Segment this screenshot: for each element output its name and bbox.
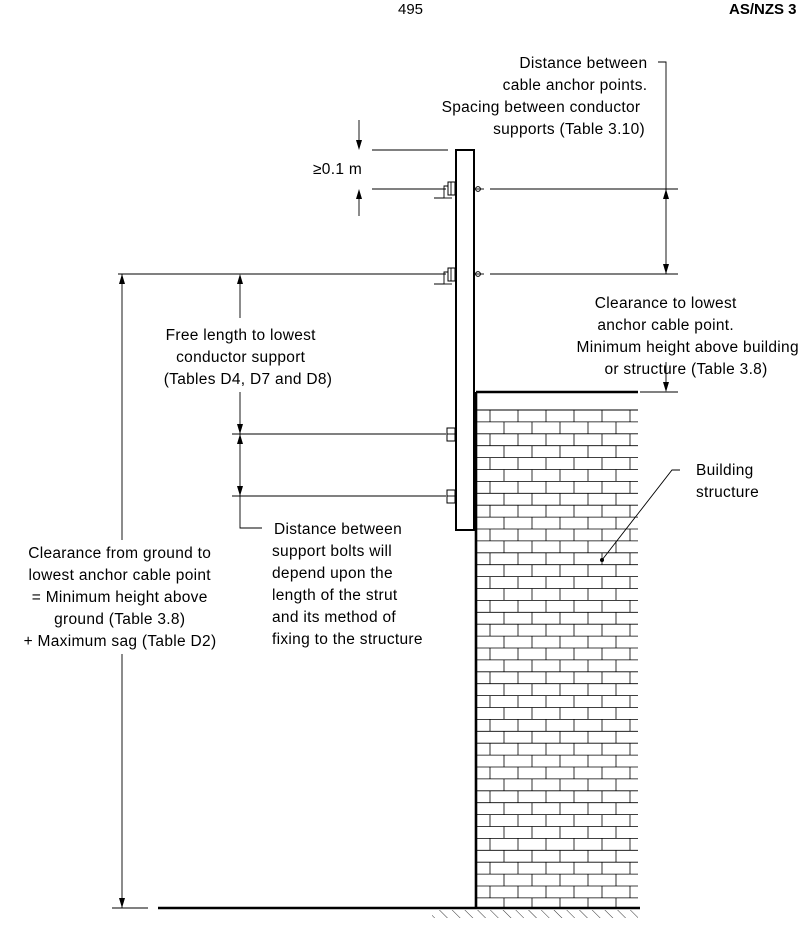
ground (158, 906, 640, 918)
anchor-spacing-label: Distance between cable anchor points. Sp… (442, 55, 652, 138)
building-label: Building structure (696, 462, 759, 501)
ground-clearance-line: Clearance from ground to (28, 545, 211, 562)
bolt-distance-line: depend upon the (272, 565, 393, 582)
bolt-distance-line: Distance between (274, 521, 402, 538)
dimension-bolt-spacing (237, 434, 262, 529)
standard-code: AS/NZS 3 (729, 1, 797, 18)
building-line: Building (696, 462, 754, 479)
free-length-label: Free length to lowest conductor support … (164, 327, 333, 388)
lowest-clearance-line: anchor cable point. (597, 317, 734, 334)
bolt-distance-line: support bolts will (272, 543, 392, 560)
building-leader (600, 469, 680, 562)
bolt-distance-label: Distance between support bolts will depe… (272, 521, 423, 648)
support-bolt-lower (446, 489, 456, 504)
strut (455, 149, 475, 531)
building-structure (474, 390, 638, 908)
anchor-spacing-line: Distance between (519, 55, 647, 72)
free-length-line: Free length to lowest (166, 327, 317, 344)
anchor-bracket-upper (434, 181, 484, 199)
lowest-clearance-label: Clearance to lowest anchor cable point. … (577, 295, 804, 378)
dimension-ground-clearance (119, 274, 125, 908)
dimension-free-length (237, 274, 243, 434)
anchor-spacing-line: supports (Table 3.10) (493, 121, 645, 138)
anchor-bracket-lower (434, 267, 484, 285)
bolt-distance-line: length of the strut (272, 587, 398, 604)
bolt-distance-line: fixing to the structure (272, 631, 423, 648)
free-length-line: (Tables D4, D7 and D8) (164, 371, 333, 388)
extension-lines (112, 149, 678, 909)
anchor-spacing-line: Spacing between conductor (442, 99, 641, 116)
ground-clearance-line: + Maximum sag (Table D2) (24, 633, 217, 650)
min-spacing-label: ≥0.1 m (313, 161, 362, 178)
free-length-line: conductor support (176, 349, 306, 366)
ground-clearance-label: Clearance from ground to lowest anchor c… (24, 545, 217, 650)
lowest-clearance-line: Minimum height above building (577, 339, 799, 356)
dimension-building-clearance (663, 362, 669, 392)
ground-clearance-line: ground (Table 3.8) (54, 611, 185, 628)
lowest-clearance-line: Clearance to lowest (595, 295, 737, 312)
building-line: structure (696, 484, 759, 501)
dimension-min-spacing (356, 120, 362, 216)
ground-clearance-line: lowest anchor cable point (28, 567, 211, 584)
support-bolt-upper (446, 427, 456, 442)
anchor-spacing-line: cable anchor points. (503, 77, 648, 94)
ground-clearance-line: = Minimum height above (32, 589, 208, 606)
dimension-anchor-spacing (658, 61, 669, 274)
page-number: 495 (398, 1, 423, 18)
bolt-distance-line: and its method of (272, 609, 396, 626)
lowest-clearance-line: or structure (Table 3.8) (604, 361, 767, 378)
